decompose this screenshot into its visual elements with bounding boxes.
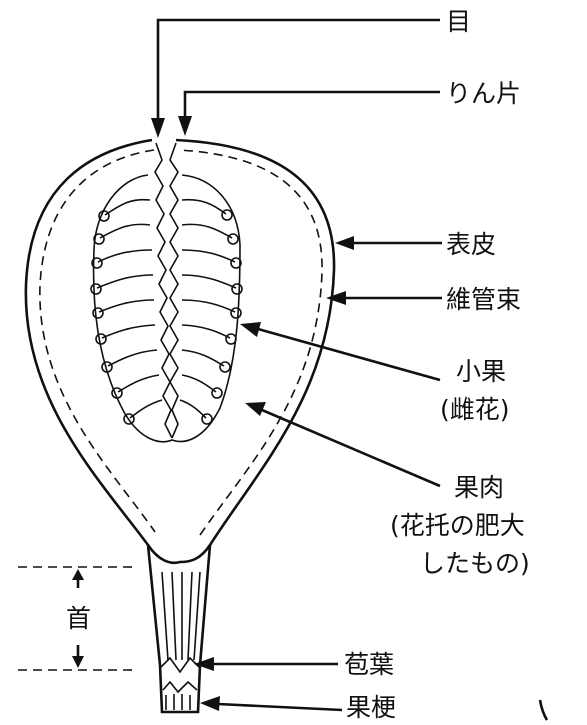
label-fruitlet-note: (雌花)	[440, 395, 510, 424]
leader-flesh	[262, 410, 440, 486]
neck-stripes	[162, 572, 200, 660]
neck-arrow-up	[72, 569, 84, 580]
arrow-eye	[151, 118, 165, 138]
leader-fruitlet	[258, 329, 440, 380]
label-scale: りん片	[446, 79, 521, 108]
arrow-flesh	[245, 402, 266, 416]
label-epidermis: 表皮	[446, 230, 496, 259]
arrow-vascular	[326, 291, 346, 305]
core-right	[170, 143, 178, 438]
stalk-stripes	[166, 694, 190, 710]
label-flesh-note-1: (花托の肥大	[390, 511, 525, 540]
core-left	[155, 143, 172, 438]
bract-shape	[160, 658, 200, 692]
label-stalk: 果梗	[346, 693, 396, 721]
arrow-scale	[178, 116, 192, 136]
arrow-fruitlet	[240, 322, 261, 337]
leader-eye	[158, 20, 440, 120]
label-bract: 苞葉	[344, 650, 394, 679]
leader-stalk	[218, 704, 342, 710]
fruitlet-cluster	[91, 143, 242, 442]
fruit-outline	[26, 140, 334, 563]
arrow-bract	[194, 657, 214, 671]
label-eye: 目	[446, 7, 471, 36]
label-flesh: 果肉	[454, 473, 504, 502]
label-fruitlet: 小果	[456, 357, 506, 386]
neck-arrow-down	[72, 656, 84, 668]
neck-outline	[148, 545, 210, 712]
cluster-strands	[97, 200, 236, 418]
label-flesh-note-2: したもの)	[420, 549, 530, 578]
arrow-epidermis	[335, 236, 354, 250]
neck-stalk	[148, 545, 210, 712]
leaders	[151, 20, 442, 711]
vascular-bundle-line	[40, 150, 322, 535]
label-vascular: 維管束	[446, 285, 521, 314]
arrow-stalk	[200, 696, 220, 711]
leader-scale	[185, 92, 440, 118]
label-neck: 首	[66, 604, 91, 633]
stray-mark	[540, 700, 547, 720]
